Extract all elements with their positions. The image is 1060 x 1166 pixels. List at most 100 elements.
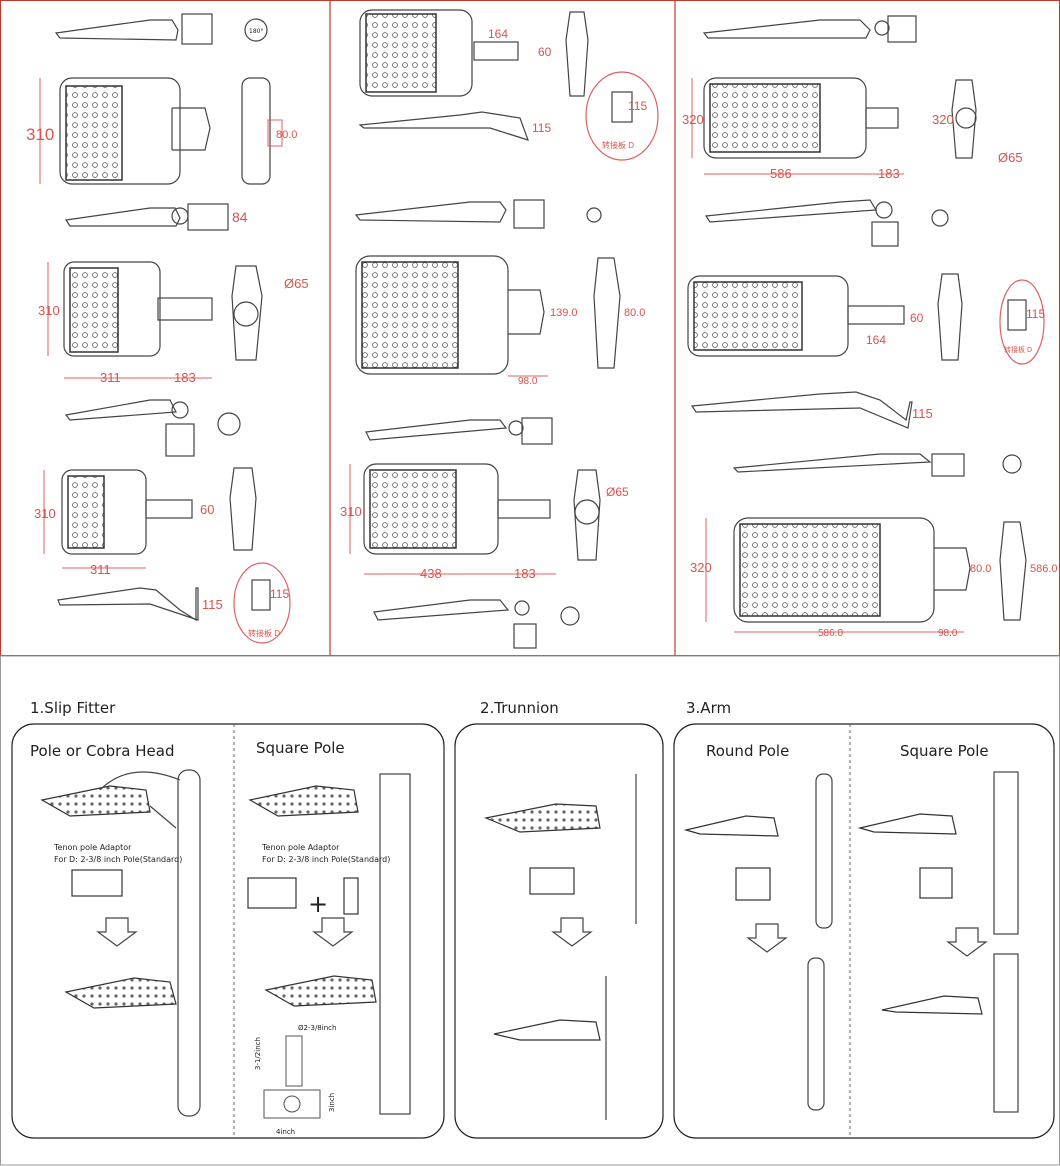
dim-mount-1: 80.0: [276, 129, 297, 141]
down-arrow-3: [551, 917, 593, 947]
column-2-drawings: 164 60 115 转接板 D 115 139.0: [340, 9, 659, 649]
tenon-label-2a: Tenon pole Adaptor: [261, 843, 340, 852]
c3-dim-183: 183: [878, 166, 900, 181]
c3-dim-60: 60: [910, 311, 924, 325]
trunnion-panel: [454, 723, 664, 1139]
c3-side-view-1: [702, 15, 917, 43]
trunnion-bracket: [529, 867, 575, 895]
top-view-3: 310 60 311: [34, 467, 257, 577]
c3-dim-586: 586: [770, 166, 792, 181]
rotate-label-1: 180°: [249, 28, 263, 35]
arm-bracket-round: [735, 867, 771, 901]
dim-311-a: 311: [100, 370, 121, 385]
square-pole-1: [379, 773, 411, 1115]
arm-fixture-round: [683, 815, 779, 837]
dim-310-c: 310: [34, 506, 56, 521]
c2-dim-115-a: 115: [628, 99, 647, 113]
side-view-2: 84: [64, 203, 248, 231]
trunnion-fixture: [483, 803, 601, 833]
c2-top-view-3: Ø65 310 438 183: [340, 463, 629, 581]
down-arrow-2: [312, 917, 354, 947]
plus-sign: +: [308, 890, 328, 918]
installation-section: 1.Slip Fitter 2.Trunnion 3.Arm Pole or C…: [0, 655, 1060, 1166]
tenon-label-1b: For D: 2-3/8 inch Pole(Standard): [54, 855, 182, 864]
c2-side-view-3: [365, 417, 553, 445]
c2-dim-dia: Ø65: [606, 485, 629, 499]
fixture-1: [40, 785, 151, 817]
subtitle-round-pole: Round Pole: [706, 742, 789, 760]
dim-60-a: 60: [200, 502, 214, 517]
round-pole-2b: [807, 957, 825, 1111]
section-title-arm: 3.Arm: [686, 699, 731, 717]
c3-dim-320-c: 320: [690, 560, 712, 575]
fixture-1-installed: [64, 977, 177, 1009]
c2-dim-115-b: 115: [532, 121, 551, 135]
slip-fitter-panel: Pole or Cobra Head Square Pole Tenon pol…: [11, 723, 445, 1139]
c3-dim-320-a: 320: [682, 112, 704, 127]
bolt-kit: [343, 877, 359, 915]
square-pole-2a: [993, 771, 1019, 935]
column-1-drawings: 180° 310 80.0 84: [26, 13, 309, 644]
c3-top-view-2: 60 115 转接板 D 164: [687, 273, 1045, 365]
c2-dim-164: 164: [488, 27, 508, 41]
c3-dim-115-b: 115: [912, 406, 933, 421]
dim-3-1-2-inch: 3-1/2inch: [254, 1037, 262, 1070]
c3-dim-dia: Ø65: [998, 150, 1023, 165]
c2-side-view-2: [354, 199, 602, 229]
section-title-trunnion: 2.Trunnion: [480, 699, 559, 717]
fixture-2: [248, 785, 359, 817]
arm-fixture-square-installed: [881, 995, 983, 1015]
square-pole-2b: [993, 953, 1019, 1113]
dim-3-inch: 3inch: [328, 1093, 336, 1112]
c2-dim-80: 80.0: [624, 307, 645, 319]
c3-side-view-3: 115: [690, 391, 933, 429]
dim-115-a: 115: [202, 597, 223, 612]
tenon-label-1a: Tenon pole Adaptor: [53, 843, 132, 852]
c3-adapter-label: 转接板 D: [1004, 345, 1032, 354]
c3-top-view-1: 320 320 Ø65 586 183: [682, 77, 1023, 181]
c3-dim-164: 164: [866, 333, 886, 347]
technical-drawings: 180° 310 80.0 84: [0, 0, 1060, 656]
side-view-1: 180°: [54, 13, 268, 45]
c2-dim-438: 438: [420, 566, 442, 581]
adaptor-dim-drawing: [285, 1035, 303, 1087]
arm-panel: Round Pole Square Pole: [673, 723, 1055, 1139]
c2-side-view-1: 115: [358, 111, 551, 141]
round-pole-1: [177, 769, 201, 1117]
trunnion-fixture-installed: [493, 1019, 601, 1041]
subtitle-square-pole-1: Square Pole: [256, 739, 345, 757]
tenon-label-2b: For D: 2-3/8 inch Pole(Standard): [262, 855, 390, 864]
adapter-label-1: 转接板 D: [248, 628, 280, 638]
dim-2-3-8-inch: Ø2-3/8inch: [298, 1024, 336, 1032]
c2-side-view-4: [373, 599, 580, 649]
dim-183-a: 183: [174, 370, 196, 385]
subtitle-square-pole-2: Square Pole: [900, 742, 989, 760]
down-arrow-1: [96, 917, 138, 947]
c2-dim-98: 98.0: [518, 376, 538, 387]
c2-adapter-label: 转接板 D: [602, 140, 634, 150]
section-title-slip-fitter: 1.Slip Fitter: [30, 699, 116, 717]
c3-dim-115-a: 115: [1026, 307, 1045, 321]
dim-310-b: 310: [38, 303, 60, 318]
round-pole-2a: [815, 773, 833, 929]
side-view-3: [64, 399, 241, 457]
tenon-adaptor-1: [71, 869, 123, 897]
arm-bracket-square: [919, 867, 953, 899]
c3-dim-586-b: 586.0: [818, 628, 843, 639]
c3-dim-139: 80.0: [970, 563, 991, 575]
down-arrow-5: [946, 927, 988, 957]
side-view-4: 115 115 转接板 D: [57, 562, 291, 644]
dim-4-inch: 4inch: [276, 1128, 295, 1136]
c2-top-view-2: 139.0 80.0 98.0: [355, 255, 645, 387]
dim-84: 84: [232, 209, 248, 225]
c3-dim-98: 98.0: [938, 628, 958, 639]
c3-side-view-4: [732, 453, 1022, 477]
top-view-2: 310 Ø65 311 183: [38, 261, 309, 385]
arm-fixture-square: [857, 813, 957, 835]
c3-side-view-2: [704, 199, 949, 247]
c3-top-view-3: 80.0 586.0 320 586.0 98.0: [690, 517, 1058, 639]
c3-dim-320-b: 320: [932, 112, 954, 127]
c2-top-view-1: 164 60 115 转接板 D: [359, 9, 659, 161]
dim-115-b: 115: [270, 587, 289, 601]
subtitle-pole-cobra-head: Pole or Cobra Head: [30, 742, 175, 760]
